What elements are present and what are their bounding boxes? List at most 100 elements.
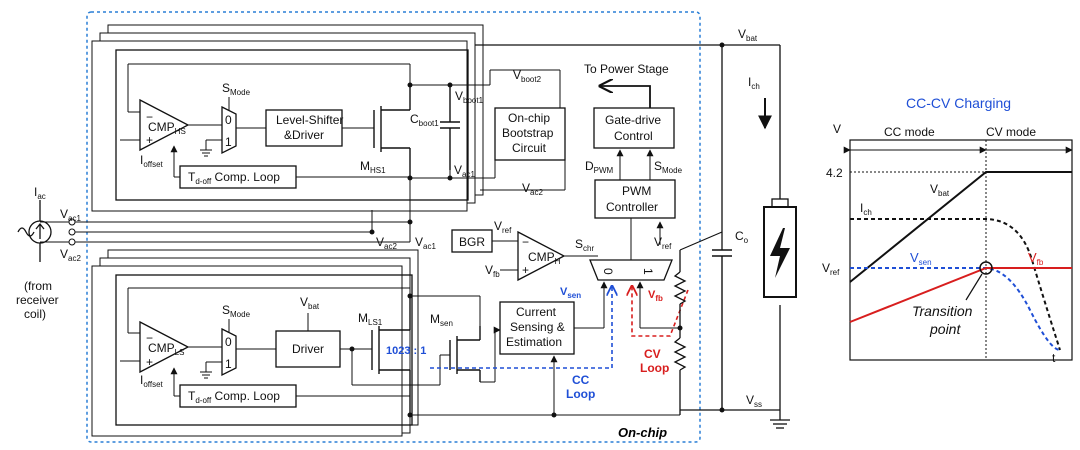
ground-icon-hs [200,139,222,157]
svg-text:Vfb: Vfb [648,289,663,303]
svg-text:Vbat: Vbat [738,27,758,43]
svg-text:Vref: Vref [494,219,512,235]
svg-text:Cboot1: Cboot1 [410,112,439,128]
svg-text:CC: CC [572,373,590,387]
svg-text:1: 1 [225,135,232,149]
svg-text:Vac2: Vac2 [376,235,397,251]
battery-icon [763,198,797,298]
svg-text:CMPLS: CMPLS [148,341,184,357]
svg-text:0: 0 [225,113,232,127]
svg-text:Vfb: Vfb [485,263,500,279]
svg-text:1023 : 1: 1023 : 1 [386,345,426,357]
svg-text:1: 1 [641,268,655,275]
svg-text:Vbat: Vbat [300,295,320,311]
svg-text:Ich: Ich [748,75,760,91]
svg-text:On-chip: On-chip [508,111,550,125]
svg-text:SMode: SMode [222,81,251,97]
svg-text:Ioffset: Ioffset [140,373,164,389]
label-vfb: Vfb [1028,250,1044,267]
mosfet-mhs1 [373,85,411,178]
level-shifter-driver [265,109,343,147]
svg-text:(from: (from [24,279,52,293]
cv-loop-path [632,286,689,337]
mosfet-msen [449,326,481,382]
svg-text:Schr: Schr [575,237,594,253]
current-sensing-estimation [499,301,575,355]
cc-cv-chart: CC-CV Charging V t CC mode CV mode 4.2 V… [822,95,1073,365]
svg-text:Co: Co [735,229,749,245]
svg-text:Loop: Loop [640,361,669,375]
svg-text:−: − [146,110,153,124]
cc-loop-path [430,286,612,369]
svg-text:Controller: Controller [606,200,658,214]
svg-text:0: 0 [225,335,232,349]
svg-text:Current: Current [516,305,557,319]
ground-icon-ls [200,361,222,379]
svg-text:BGR: BGR [459,235,485,249]
on-chip-boundary [86,11,701,443]
chart-title: CC-CV Charging [906,95,1011,111]
cmp-h: − + CMPH [517,230,566,282]
svg-text:DPWM: DPWM [585,159,614,175]
transition-label-1: Transition [912,303,973,319]
tick-42: 4.2 [826,166,843,180]
svg-text:PWM: PWM [622,184,651,198]
svg-text:−: − [522,235,529,249]
svg-text:To Power Stage: To Power Stage [584,62,669,76]
driver-ls [275,330,341,368]
mosfet-mls1 [371,296,411,415]
svg-text:CMPH: CMPH [528,250,561,266]
svg-text:coil): coil) [24,307,46,321]
bootstrap-circuit [494,107,566,161]
chart-frame [849,139,1073,361]
svg-text:Vac1: Vac1 [415,235,436,251]
chart-x-axis-label: t [1052,351,1056,365]
svg-text:Estimation: Estimation [506,335,562,349]
capacitor-co [712,249,732,410]
svg-text:Vss: Vss [746,393,762,409]
svg-text:MHS1: MHS1 [360,159,386,175]
mux-control: 0 1 [589,259,673,281]
svg-text:CMPHS: CMPHS [148,120,186,136]
svg-text:Iac: Iac [34,185,46,201]
svg-text:Msen: Msen [430,312,453,328]
cmp-hs: − + CMPHS [139,98,190,152]
capacitor-cboot1 [440,85,460,170]
svg-text:Vac2: Vac2 [60,247,81,263]
resistor-divider [673,250,687,415]
svg-text:+: + [146,355,153,369]
cmp-ls: − + CMPLS [139,320,190,374]
mux-ls: 0 1 SMode [221,303,251,377]
svg-text:Sensing &: Sensing & [510,320,565,334]
svg-text:CV: CV [644,347,661,361]
svg-text:SMode: SMode [654,159,683,175]
transition-label-2: point [929,321,961,337]
on-chip-label: On-chip [618,425,667,440]
mux-hs: 0 1 SMode [221,81,251,155]
svg-text:Driver: Driver [292,342,324,356]
svg-text:+: + [522,263,529,277]
svg-text:MLS1: MLS1 [358,311,383,327]
svg-text:receiver: receiver [16,293,59,307]
label-ich: Ich [860,201,872,217]
transition-point-marker [979,261,993,275]
pwm-controller [594,179,676,219]
svg-text:Vac2: Vac2 [522,181,543,197]
series-vbat [849,171,1072,283]
svg-text:Loop: Loop [566,387,595,401]
svg-text:Level-Shifter: Level-Shifter [276,113,343,127]
svg-text:Vac1: Vac1 [454,163,475,179]
series-ich [850,218,1061,351]
series-vfb [849,267,1072,323]
svg-text:+: + [146,133,153,147]
chart-y-axis-label: V [833,122,841,136]
svg-text:Vref: Vref [654,235,672,251]
svg-text:Vac1: Vac1 [60,207,81,223]
label-vbat: Vbat [930,182,950,198]
series-vsen [850,267,1061,351]
svg-text:SMode: SMode [222,303,251,319]
svg-text:Vboot1: Vboot1 [455,89,484,105]
ac-current-source-icon [17,200,52,262]
svg-text:Circuit: Circuit [512,141,547,155]
gate-drive-control [593,107,675,149]
